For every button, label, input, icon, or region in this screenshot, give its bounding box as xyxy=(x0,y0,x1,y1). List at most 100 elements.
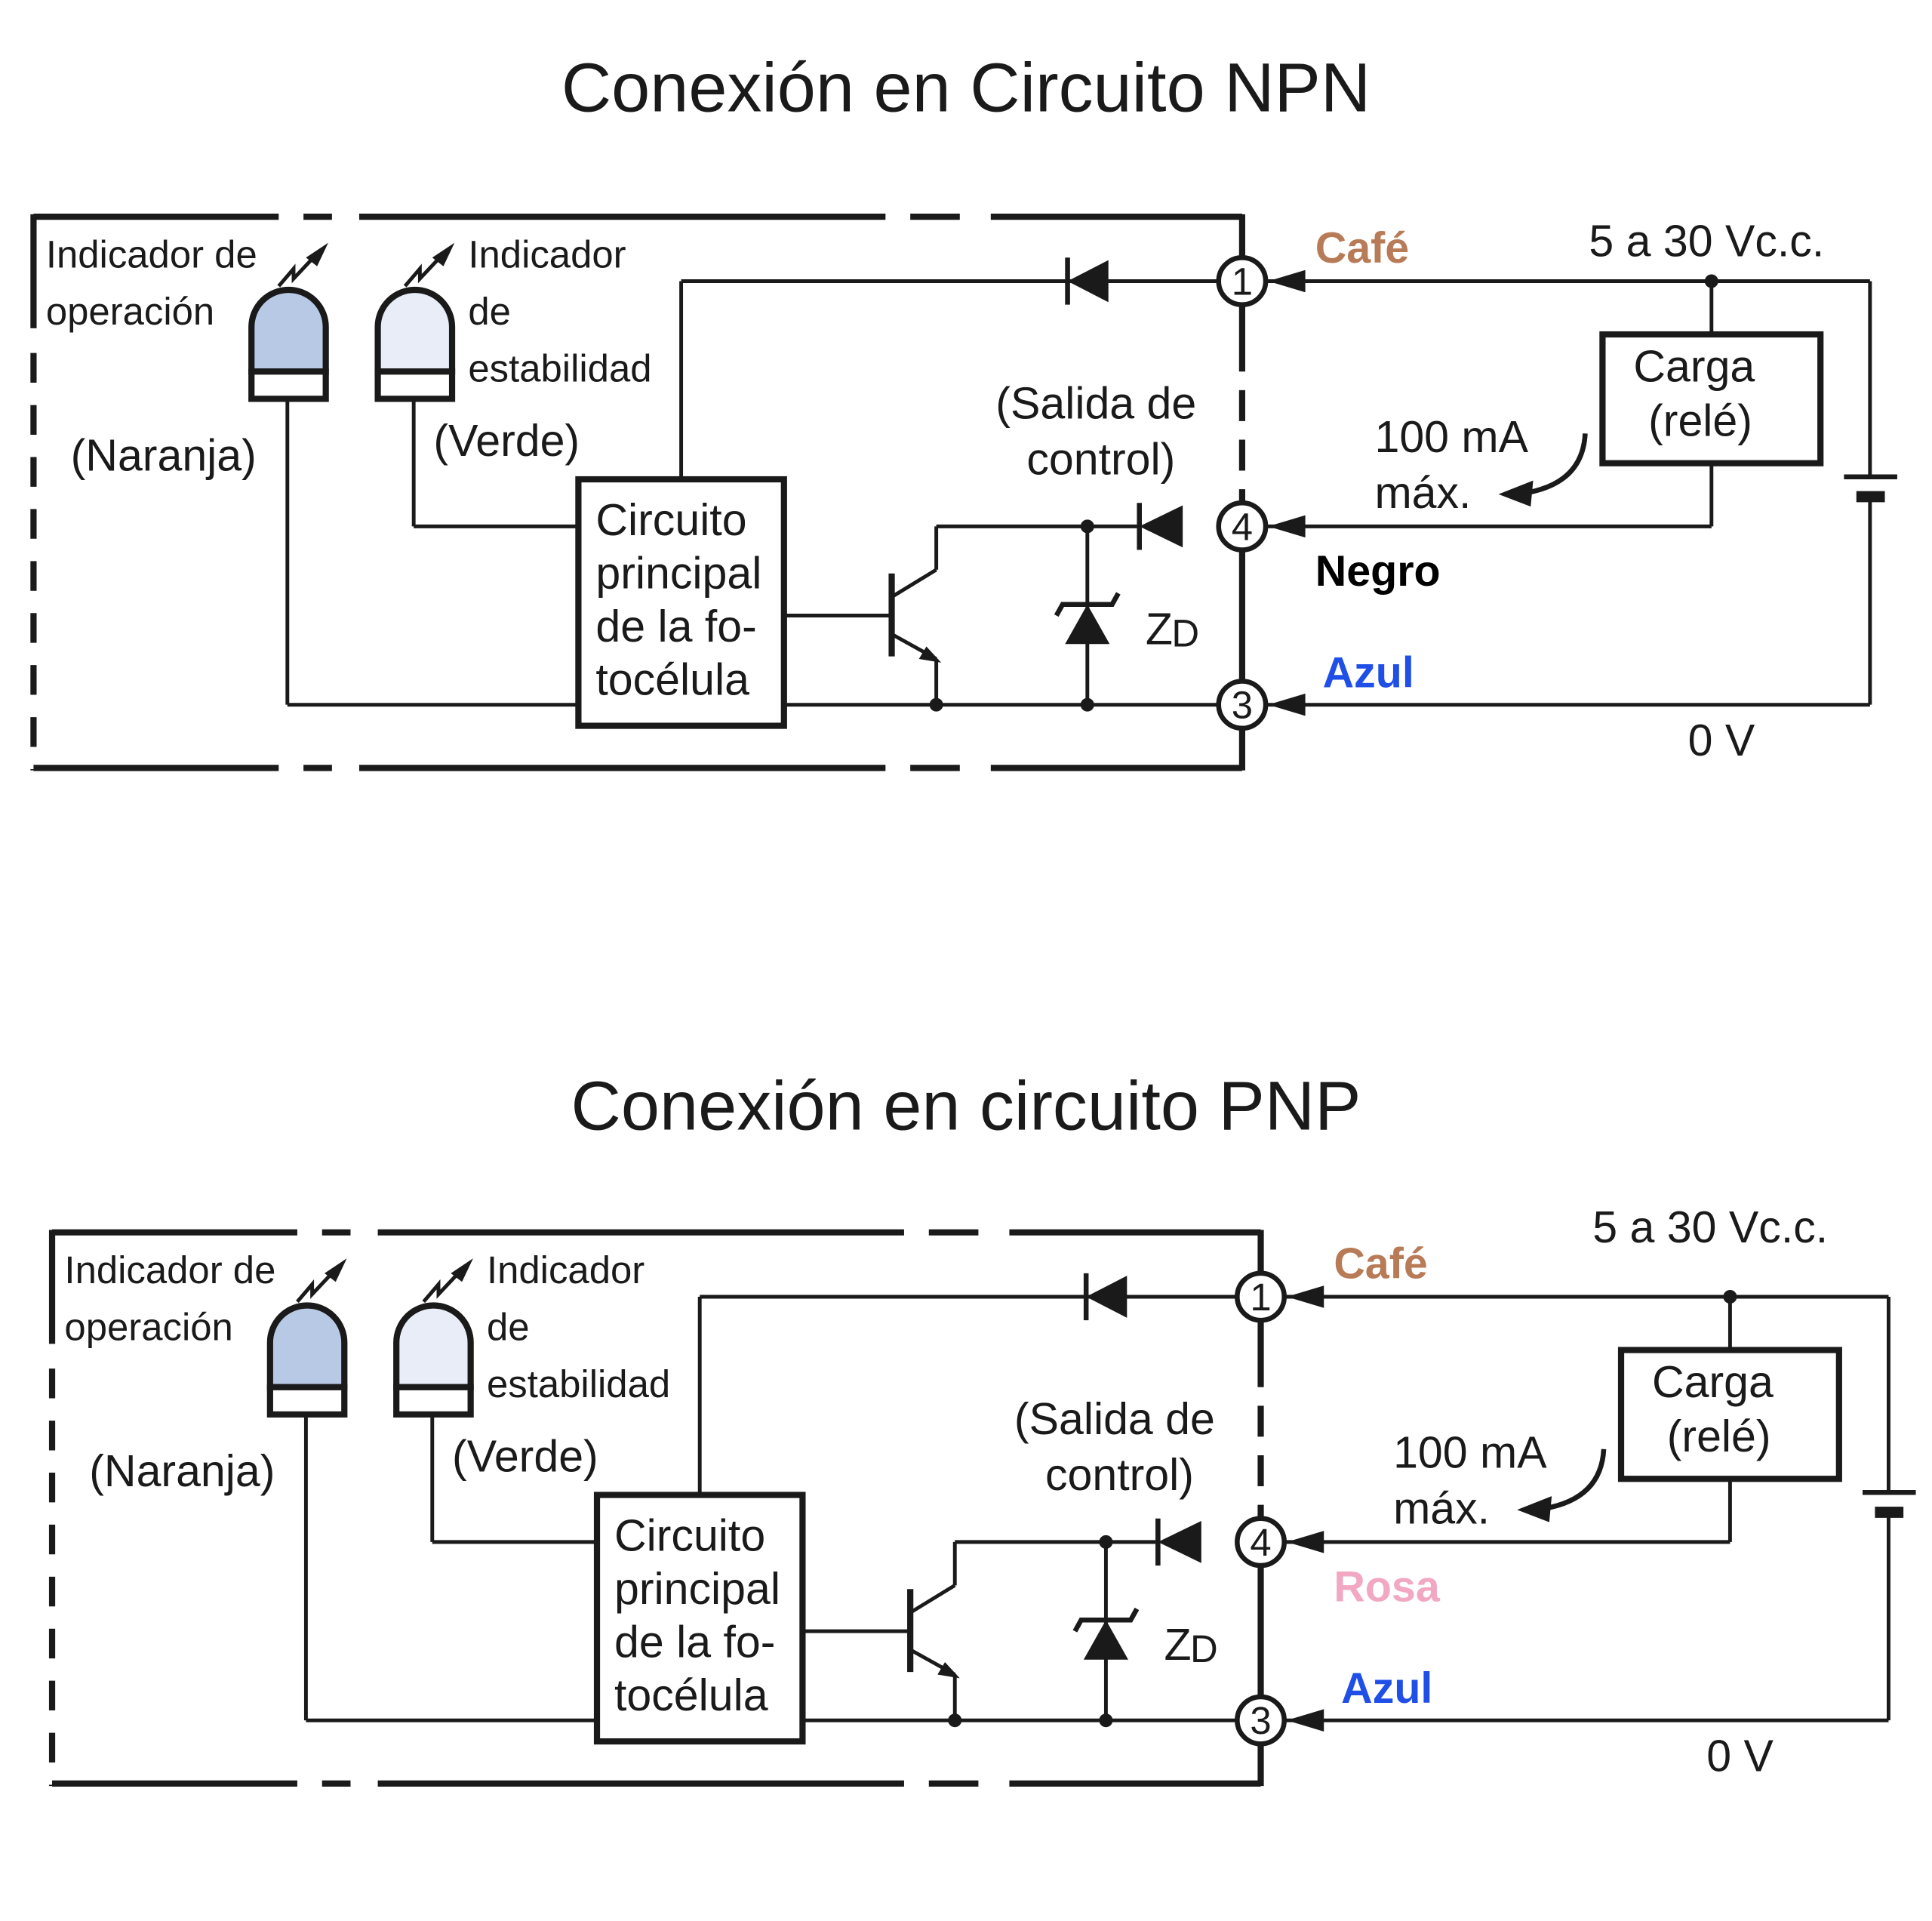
zener-label-sub: D xyxy=(1190,1627,1218,1670)
zener-label: Z xyxy=(1146,604,1173,654)
wire xyxy=(891,568,937,599)
arrow-icon xyxy=(306,242,328,266)
indicator-stability-label: Indicador xyxy=(468,232,626,276)
terminal-4 xyxy=(1216,500,1269,553)
load-box xyxy=(1599,331,1824,466)
indicator-operation-label: operación xyxy=(64,1305,232,1348)
led-base xyxy=(374,368,456,402)
indicator-stability-label: estabilidad xyxy=(487,1362,670,1405)
led-icon xyxy=(374,286,456,375)
zener-bar xyxy=(1072,1607,1140,1633)
terminal-number: 4 xyxy=(1250,1521,1271,1564)
indicator-operation-label: Indicador de xyxy=(64,1248,275,1291)
main-circuit-label: tocélula xyxy=(595,655,749,705)
junction-dot xyxy=(1099,1535,1113,1549)
load-label: (relé) xyxy=(1648,396,1752,446)
indicator-operation-label: operación xyxy=(46,290,214,333)
terminal-1 xyxy=(1235,1270,1287,1323)
indicator-stability-color: (Verde) xyxy=(433,416,580,466)
zener-label-sub: D xyxy=(1171,612,1199,655)
load-label: Carga xyxy=(1652,1357,1774,1407)
junction-dot xyxy=(1080,697,1094,712)
ground-label: 0 V xyxy=(1688,716,1755,765)
control-output-label: control) xyxy=(1045,1450,1194,1500)
diagram-title: Conexión en circuito PNP xyxy=(571,1067,1361,1144)
wire xyxy=(909,1584,956,1615)
indicator-stability-label: de xyxy=(468,290,511,333)
indicator-stability-label: de xyxy=(487,1305,530,1348)
light-emission-icon xyxy=(277,256,315,288)
terminal-3 xyxy=(1235,1694,1287,1747)
current-label: máx. xyxy=(1393,1483,1490,1533)
terminal-number: 4 xyxy=(1232,505,1253,548)
wire-color-label: Rosa xyxy=(1334,1563,1440,1612)
current-label: máx. xyxy=(1374,468,1471,518)
indicator-operation-color: (Naranja) xyxy=(89,1446,275,1496)
arrow-icon xyxy=(451,1258,473,1282)
arrow-icon xyxy=(1286,1709,1324,1732)
diode-icon xyxy=(1158,1520,1201,1563)
wire-color-label: Café xyxy=(1315,224,1409,272)
zener-bar xyxy=(1054,592,1121,617)
wire-color-label: Azul xyxy=(1341,1664,1432,1713)
load-label: (relé) xyxy=(1667,1412,1771,1461)
current-arrow xyxy=(1543,1448,1607,1511)
wire-color-label: Azul xyxy=(1323,649,1414,697)
main-circuit-label: principal xyxy=(595,548,761,598)
indicator-operation-color: (Naranja) xyxy=(71,431,257,481)
main-circuit-label: de la fo- xyxy=(614,1617,775,1667)
zener-diode-icon xyxy=(1083,1620,1128,1660)
arrow-icon xyxy=(1286,1285,1324,1308)
main-circuit-label: tocélula xyxy=(614,1670,768,1720)
light-emission-icon xyxy=(296,1272,334,1304)
zener-diode-icon xyxy=(1065,604,1110,645)
main-circuit-label: Circuito xyxy=(614,1510,765,1560)
current-arrow xyxy=(1525,433,1588,496)
terminal-1 xyxy=(1216,255,1269,307)
led-icon xyxy=(266,1302,348,1390)
main-circuit-label: principal xyxy=(614,1564,780,1614)
load-label: Carga xyxy=(1633,341,1755,391)
arrow-icon xyxy=(1498,480,1534,507)
led-icon xyxy=(248,286,329,375)
led-base xyxy=(248,368,329,402)
terminal-4 xyxy=(1235,1516,1287,1569)
diode-icon xyxy=(1139,505,1183,548)
main-circuit-box xyxy=(593,1492,806,1745)
led-base xyxy=(266,1384,348,1418)
junction-dot xyxy=(929,697,943,712)
diagram-title: Conexión en Circuito NPN xyxy=(561,50,1371,127)
load-box xyxy=(1617,1347,1842,1482)
transistor-emitter-arrow xyxy=(937,1662,960,1679)
light-emission-icon xyxy=(403,256,441,288)
wire-color-label: Café xyxy=(1334,1239,1427,1288)
current-label: 100 mA xyxy=(1374,412,1528,462)
diode-icon xyxy=(1086,1276,1128,1318)
main-circuit-label: de la fo- xyxy=(595,602,756,651)
junction-dot xyxy=(1080,519,1094,534)
main-circuit-label: Circuito xyxy=(595,495,746,545)
arrow-icon xyxy=(1268,269,1306,293)
current-label: 100 mA xyxy=(1393,1427,1547,1477)
arrow-icon xyxy=(1517,1496,1552,1522)
main-circuit-box xyxy=(575,476,787,729)
terminal-3 xyxy=(1216,679,1269,731)
control-output-label: control) xyxy=(1026,434,1175,484)
indicator-operation-label: Indicador de xyxy=(46,232,257,276)
led-base xyxy=(393,1384,474,1418)
terminal-number: 3 xyxy=(1232,684,1253,727)
led-icon xyxy=(393,1302,474,1390)
ground-label: 0 V xyxy=(1706,1731,1774,1781)
control-output-label: (Salida de xyxy=(995,379,1196,429)
terminal-number: 1 xyxy=(1250,1276,1271,1319)
arrow-icon xyxy=(1268,693,1306,716)
terminal-number: 3 xyxy=(1250,1699,1271,1742)
wire-color-label: Negro xyxy=(1315,547,1441,596)
terminal-number: 1 xyxy=(1232,260,1253,303)
arrow-icon xyxy=(325,1258,347,1282)
control-output-label: (Salida de xyxy=(1014,1394,1215,1444)
indicator-stability-color: (Verde) xyxy=(452,1431,598,1481)
